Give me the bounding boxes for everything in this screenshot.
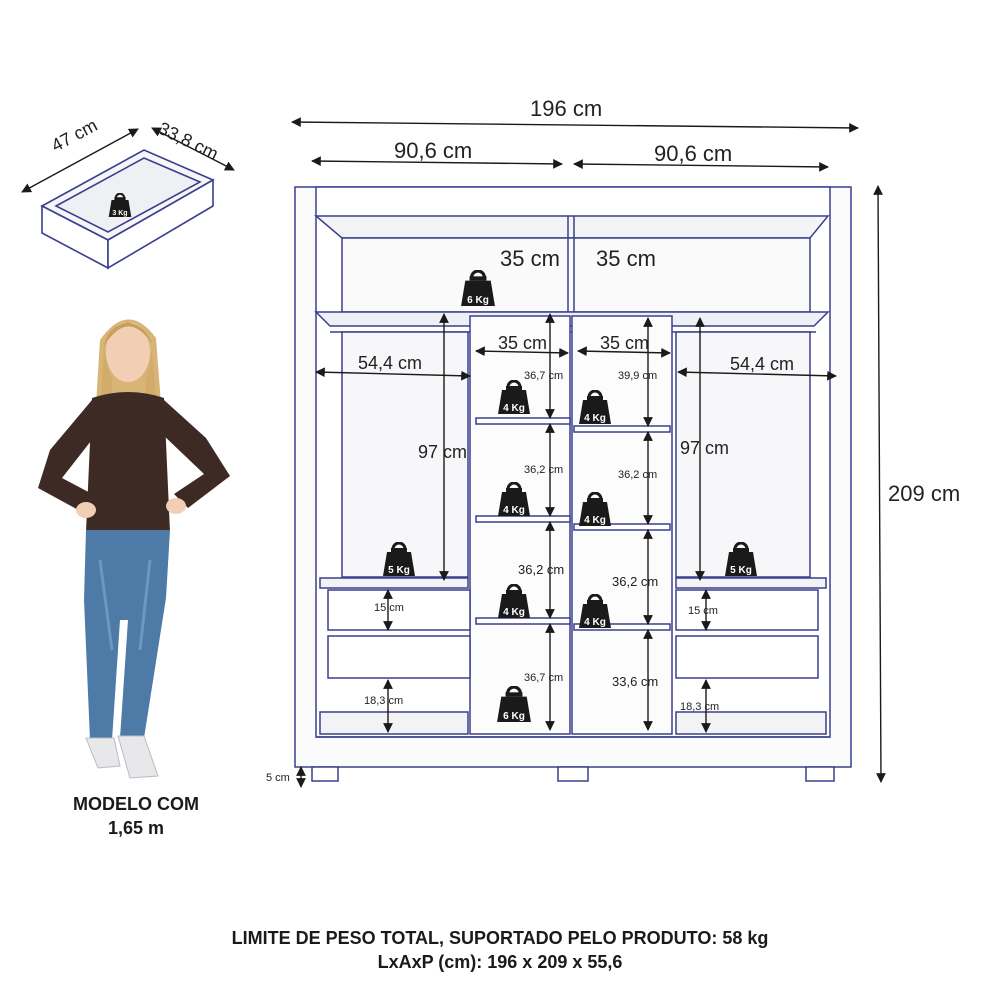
weight-icon: 4 Kg [497,584,531,618]
center-left-gap-label: 36,2 cm [518,562,565,577]
svg-text:4 Kg: 4 Kg [584,515,606,526]
weight-icon: 6 Kg [496,686,532,722]
total-width-line [291,117,859,133]
center-right-width-label: 35 cm [600,333,650,353]
right-section-width-label: 54,4 cm [730,354,795,374]
door-right-width-label: 90,6 cm [654,141,733,166]
right-bottom-gap-label: 18,3 cm [680,701,720,713]
feet-height-label: 5 cm [266,772,290,784]
left-bottom-gap-label: 18,3 cm [364,695,404,707]
weight-icon: 4 Kg [497,380,531,414]
weight-icon: 3 Kg [108,193,132,217]
center-right-gap-label: 36,2 cm [618,469,658,481]
height-line [873,185,886,783]
left-hanging-height-label: 97 cm [418,442,468,462]
weight-icon: 4 Kg [578,594,612,628]
right-drawer-height-label: 15 cm [688,605,718,617]
drawer-detail [40,149,215,270]
wardrobe-body [294,186,852,782]
drawer-width-line [21,128,139,193]
model-caption-line1: MODELO COM [73,794,199,814]
size-text: LxAxP (cm): 196 x 209 x 55,6 [377,952,623,972]
weight-icon: 4 Kg [578,390,612,424]
svg-text:4 Kg: 4 Kg [584,617,606,628]
door-right-width-line [573,159,829,172]
svg-text:4 Kg: 4 Kg [503,607,525,618]
svg-text:3 Kg: 3 Kg [112,210,127,217]
center-left-gap-label: 36,7 cm [524,672,564,684]
top-right-depth-label: 35 cm [596,246,656,271]
person-figure [38,319,230,779]
weight-icon: 4 Kg [497,482,531,516]
right-hanging-height-label: 97 cm [680,438,730,458]
center-left-gap-label: 36,7 cm [524,370,564,382]
weight-icon: 6 Kg [460,270,496,306]
weight-icon: 5 Kg [724,542,758,576]
internal-dimension-lines [296,313,837,788]
door-left-width-label: 90,6 cm [394,138,473,163]
svg-text:4 Kg: 4 Kg [584,413,606,424]
svg-text:5 Kg: 5 Kg [730,565,752,576]
center-left-width-label: 35 cm [498,333,548,353]
left-section-width-label: 54,4 cm [358,353,423,373]
total-width-label: 196 cm [530,96,603,121]
svg-text:4 Kg: 4 Kg [503,505,525,516]
svg-text:4 Kg: 4 Kg [503,403,525,414]
center-left-gap-label: 36,2 cm [524,464,564,476]
footer: LIMITE DE PESO TOTAL, SUPORTADO PELO PRO… [0,926,1000,974]
door-left-width-line [311,156,563,169]
model-caption-line2: 1,65 m [107,818,165,838]
center-right-gap-label: 39,9 cm [618,370,658,382]
svg-text:6 Kg: 6 Kg [467,295,489,306]
center-right-gap-label: 33,6 cm [612,674,659,689]
svg-text:6 Kg: 6 Kg [503,711,525,722]
top-left-depth-label: 35 cm [500,246,560,271]
model-caption: MODELO COM 1,65 m [48,792,224,840]
center-right-gap-label: 36,2 cm [612,574,659,589]
left-drawer-height-label: 15 cm [374,602,404,614]
weight-icon: 4 Kg [578,492,612,526]
weight-icon: 5 Kg [382,542,416,576]
svg-text:5 Kg: 5 Kg [388,565,410,576]
height-label: 209 cm [888,481,961,506]
drawer-depth-line [151,127,235,171]
weight-limit-text: LIMITE DE PESO TOTAL, SUPORTADO PELO PRO… [231,928,769,948]
